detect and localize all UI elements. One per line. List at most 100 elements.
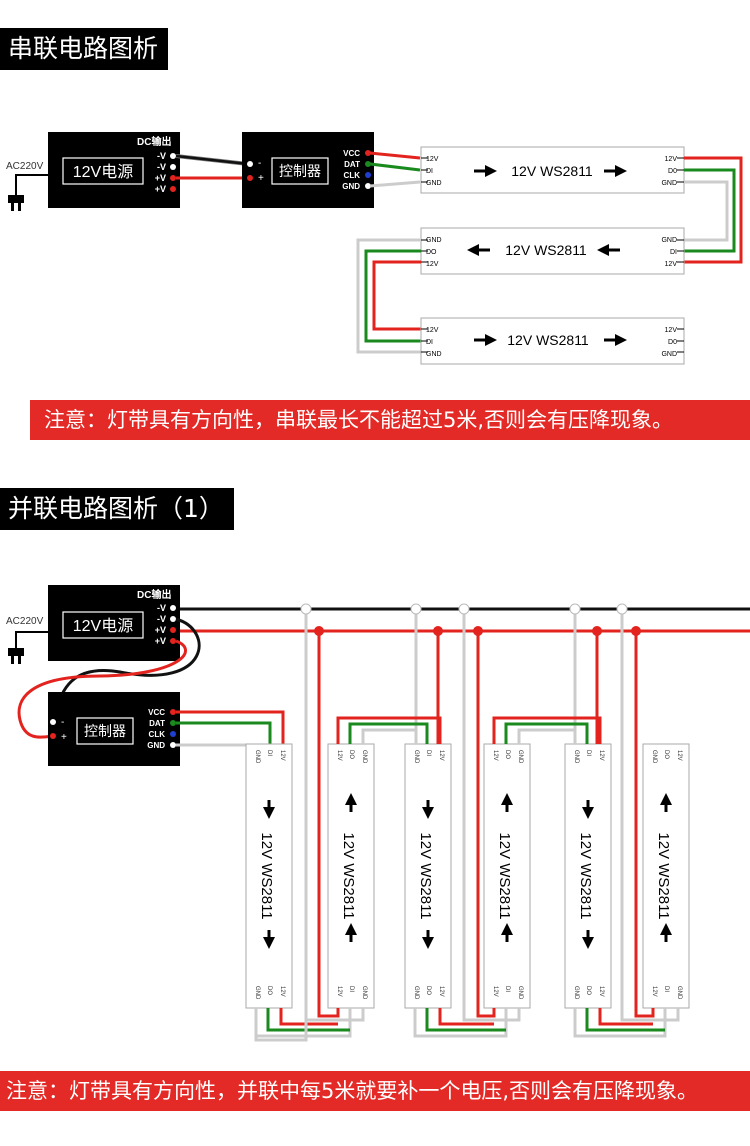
ac-input-label: AC220V <box>6 616 44 627</box>
pin-label: GND <box>361 750 367 764</box>
controller-out-clk: CLK <box>344 171 361 180</box>
strip-label: 12V WS2811 <box>417 832 434 919</box>
pin-label: DI <box>504 986 510 992</box>
pin-label: 12V <box>438 750 444 761</box>
terminal-label: -V <box>157 151 166 161</box>
led-strip-e <box>564 743 612 1009</box>
controller-out-vcc: VCC <box>148 708 165 717</box>
strip-label: 12V WS2811 <box>505 242 587 258</box>
power-supply-box <box>48 132 180 208</box>
direction-arrows <box>263 793 672 949</box>
pin-label: 12V <box>426 156 439 163</box>
strip-label: 12V WS2811 <box>507 332 589 348</box>
strip-label: 12V WS2811 <box>511 163 593 179</box>
pin-label: DO <box>585 986 591 995</box>
led-strip-3 <box>420 317 685 365</box>
pin-label: 12V <box>676 750 682 761</box>
power-supply-name: 12V电源 <box>73 163 133 181</box>
pin-label: GND <box>254 986 260 1000</box>
terminal-label: -V <box>157 614 166 624</box>
pin-label: DO <box>663 750 669 759</box>
controller-in-plus: + <box>258 173 264 184</box>
pin-label: 12V <box>651 986 657 997</box>
pin-label: GND <box>573 750 579 764</box>
pin-label: DI <box>266 750 272 756</box>
terminal-label: +V <box>155 173 166 183</box>
controller-out-vcc: VCC <box>343 149 360 158</box>
strip-label: 12V WS2811 <box>655 832 672 919</box>
pin-label: DI <box>585 750 591 756</box>
series-diagram: AC220V DC输出 12V电源 -V -V +V +V - + 控制器 VC… <box>6 132 743 365</box>
pin-label: GND <box>517 750 523 764</box>
dc-output-label: DC输出 <box>137 135 171 148</box>
series-warning-note: 注意：灯带具有方向性，串联最长不能超过5米,否则会有压降现象。 <box>30 400 750 440</box>
pin-label: GND <box>573 986 579 1000</box>
pin-label: 12V <box>665 327 678 334</box>
pin-label: GND <box>676 986 682 1000</box>
pin-label: 12V <box>279 750 285 761</box>
series-section-title: 串联电路图析 <box>0 28 169 70</box>
pin-label: 12V <box>426 327 439 334</box>
pin-label: GND <box>661 237 677 244</box>
ac-plug-icon <box>8 174 48 211</box>
pin-label: DI <box>425 750 431 756</box>
pin-label: DI <box>426 168 433 175</box>
controller-out-gnd: GND <box>342 182 360 191</box>
pin-label: 12V <box>665 261 678 268</box>
pin-label: 12V <box>426 261 439 268</box>
pin-label: GND <box>254 750 260 764</box>
controller-in-minus: - <box>258 158 261 169</box>
strip-label: 12V WS2811 <box>258 832 275 919</box>
pin-label: GND <box>651 750 657 764</box>
pin-label: DI <box>670 249 677 256</box>
pin-label: 12V <box>598 986 604 997</box>
pin-label: 12V <box>336 986 342 997</box>
controller-out-dat: DAT <box>149 719 165 728</box>
terminal-label: +V <box>155 625 166 635</box>
pin-label: DO <box>425 986 431 995</box>
pin-label: 12V <box>665 156 678 163</box>
pin-label: DO <box>504 750 510 759</box>
strip-label: 12V WS2811 <box>496 832 513 919</box>
pin-label: GND <box>413 750 419 764</box>
led-strip-a <box>245 743 293 1009</box>
strip-label: 12V WS2811 <box>577 832 594 919</box>
controller-in-minus: - <box>61 717 64 728</box>
pin-label: GND <box>426 351 442 358</box>
pin-label: GND <box>413 986 419 1000</box>
pin-label: 12V <box>279 986 285 997</box>
terminal-label: -V <box>157 162 166 172</box>
pin-label: 12V <box>492 986 498 997</box>
parallel-section-title: 并联电路图析（1） <box>0 488 234 530</box>
pin-label: DO <box>426 249 437 256</box>
dc-output-label: DC输出 <box>137 588 171 601</box>
pin-label: D0 <box>668 339 677 346</box>
pin-label: GND <box>661 351 677 358</box>
pin-label: GND <box>361 986 367 1000</box>
pin-label: DI <box>663 986 669 992</box>
controller-out-gnd: GND <box>147 741 165 750</box>
pin-label: 12V <box>336 750 342 761</box>
pin-label: GND <box>426 180 442 187</box>
led-strip-d <box>483 743 531 1009</box>
ac-plug-icon <box>8 631 48 664</box>
pin-label: GND <box>661 180 677 187</box>
controller-box <box>242 132 374 208</box>
controller-name: 控制器 <box>279 163 321 179</box>
pin-label: GND <box>426 237 442 244</box>
strip-label: 12V WS2811 <box>340 832 357 919</box>
controller-box <box>48 692 180 766</box>
terminal-label: +V <box>155 184 166 194</box>
pin-label: DO <box>266 986 272 995</box>
data-chain-wires <box>254 716 667 1042</box>
pin-label: D0 <box>668 168 677 175</box>
pin-label: 12V <box>598 750 604 761</box>
terminal-label: -V <box>157 603 166 613</box>
pin-label: 12V <box>438 986 444 997</box>
ac-input-label: AC220V <box>6 161 44 172</box>
power-supply-name: 12V电源 <box>73 617 133 635</box>
terminal-label: +V <box>155 636 166 646</box>
pin-label: 12V <box>492 750 498 761</box>
parallel-warning-note: 注意：灯带具有方向性，并联中每5米就要补一个电压,否则会有压降现象。 <box>0 1071 750 1111</box>
